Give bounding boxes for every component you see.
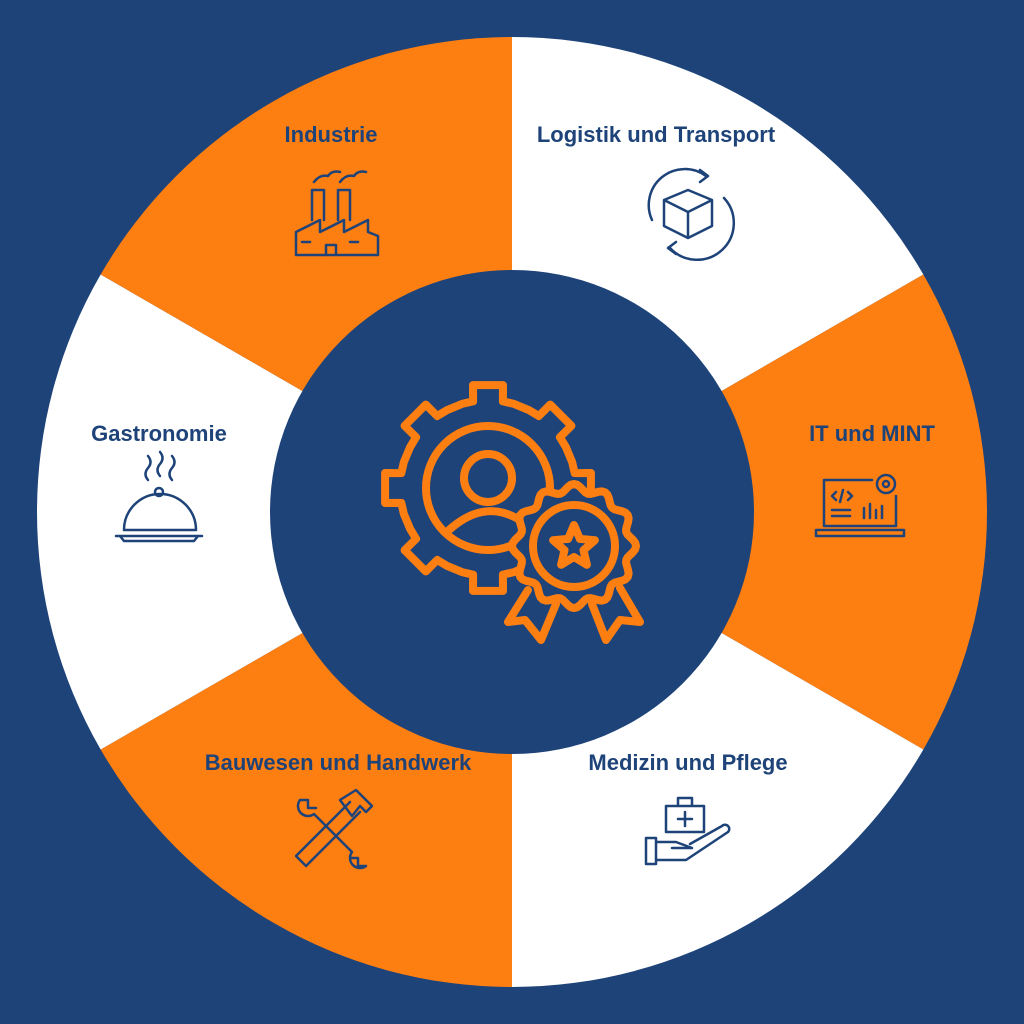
food-cloche-icon <box>114 450 204 543</box>
laptop-code-gear-icon <box>814 473 906 538</box>
segment-label: Gastronomie <box>91 421 227 446</box>
segment-label: Bauwesen und Handwerk <box>204 750 472 775</box>
gear-person-award-icon <box>381 381 644 644</box>
segment-label: IT und MINT <box>809 421 935 446</box>
package-cycle-icon <box>647 167 735 262</box>
factory-icon <box>294 170 380 257</box>
hammer-wrench-icon <box>294 788 374 870</box>
segment-label: Industrie <box>284 122 378 147</box>
segment-label: Logistik und Transport <box>536 122 776 147</box>
segment-label: Medizin und Pflege <box>588 750 788 775</box>
hand-medical-kit-icon <box>644 796 731 866</box>
